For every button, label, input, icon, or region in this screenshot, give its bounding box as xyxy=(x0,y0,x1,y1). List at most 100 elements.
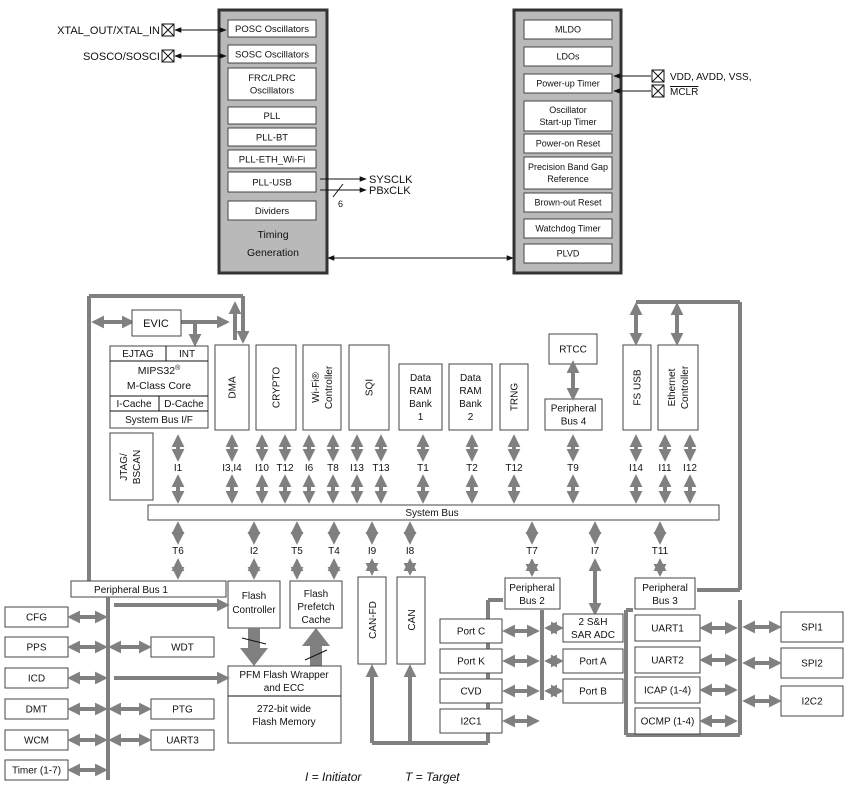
peripheral-bus-2-line1: Peripheral xyxy=(509,583,555,594)
pb3-ocmp-1-4-box xyxy=(634,707,701,735)
data-ram-bank-1-box xyxy=(398,363,443,431)
top-port-t9-label: T9 xyxy=(567,463,579,474)
data-ram-bank-2-label: Data xyxy=(460,373,482,384)
osc-dividers-box xyxy=(227,200,317,221)
sosc-pin-cross xyxy=(161,49,175,63)
rtcc-label: RTCC xyxy=(559,345,587,356)
pb3-ocmp-1-4-label: OCMP (1-4) xyxy=(641,717,695,728)
data-ram-bank-2-box xyxy=(448,363,493,431)
peripheral-bus-1-label: Peripheral Bus 1 xyxy=(94,585,168,596)
can-label: CAN xyxy=(407,609,418,630)
jtag-box xyxy=(109,432,154,501)
bottom-port-t4-label: T4 xyxy=(328,546,340,557)
data-ram-bank-1-label: RAM xyxy=(409,386,431,397)
flash-memory-box xyxy=(227,665,342,744)
evic-label: EVIC xyxy=(143,318,169,330)
pb3-i2c2-box xyxy=(780,685,844,717)
power-precision-band-gap-reference-box xyxy=(523,156,613,190)
peripheral-bus-4-label: Peripheral xyxy=(551,404,597,415)
sqi-box xyxy=(348,344,390,431)
pb3-uart2-label: UART2 xyxy=(651,656,684,667)
pb1-cfg-label: CFG xyxy=(26,613,47,624)
peripheral-bus-2-line2: Bus 2 xyxy=(519,596,545,607)
power-precision-band-gap-reference-label: Reference xyxy=(547,174,589,184)
flash-prefetch-line3: Cache xyxy=(302,615,331,626)
ejtag-label: EJTAG xyxy=(122,349,154,360)
power-pin-cross xyxy=(651,69,665,83)
power-mldo-label: MLDO xyxy=(555,25,581,35)
osc-pll-usb-label: PLL-USB xyxy=(252,177,292,188)
power-precision-band-gap-reference-label: Precision Band Gap xyxy=(528,162,608,172)
flash-down-arrow xyxy=(240,628,268,666)
flash-memory-line1: 272-bit wide xyxy=(257,704,311,715)
pb2-port-b-label: Port B xyxy=(579,687,607,698)
osc-pll-bt-box xyxy=(227,127,317,147)
top-port-i6-label: I6 xyxy=(305,463,314,474)
peripheral-bus-3-line2: Bus 3 xyxy=(652,596,678,607)
pb3-uart1-box xyxy=(634,614,701,642)
mclr-label: MCLR xyxy=(670,87,698,98)
peripheral-bus-2-box xyxy=(504,577,561,610)
icache-label: I-Cache xyxy=(116,399,151,410)
pb1-ptg-label: PTG xyxy=(172,705,193,716)
ethernet-controller-box xyxy=(657,344,699,431)
system-bus-label: System Bus xyxy=(405,508,458,519)
top-port-t12-label: T12 xyxy=(505,463,523,474)
sysclk-label: SYSCLK xyxy=(369,174,413,186)
bottom-port-t5-label: T5 xyxy=(291,546,303,557)
pb2-port-c-label: Port C xyxy=(457,627,485,638)
pb1-wdt-label: WDT xyxy=(171,643,194,654)
top-port-t8-label: T8 xyxy=(327,463,339,474)
osc-sosc-oscillators-label: SOSC Oscillators xyxy=(235,49,309,60)
osc-frc-lprc-oscillators-label: Oscillators xyxy=(250,86,295,97)
osc-sosc-oscillators-box xyxy=(227,44,317,64)
xtal-pin-cross xyxy=(161,23,175,37)
power-watchdog-timer-box xyxy=(523,218,613,239)
bottom-port-t7-label: T7 xyxy=(526,546,538,557)
flash-controller-line1: Flash xyxy=(242,591,266,602)
bottom-port-i9-label: I9 xyxy=(368,546,377,557)
data-ram-bank-1-label: Data xyxy=(410,373,432,384)
top-port-t1-label: T1 xyxy=(417,463,429,474)
pb2-port-c-box xyxy=(439,618,503,644)
osc-frc-lprc-oscillators-label: FRC/LPRC xyxy=(248,73,296,84)
power-power-up-timer-label: Power-up Timer xyxy=(536,79,600,89)
top-port-i13-label: I13 xyxy=(350,463,364,474)
pb2-cvd-label: CVD xyxy=(460,687,481,698)
pb1-wcm-label: WCM xyxy=(24,736,49,747)
pb3-spi2-label: SPI2 xyxy=(801,659,823,670)
pb2-sar-adc-box xyxy=(562,613,624,643)
osc-pll-label: PLL xyxy=(264,111,281,122)
sqi-label: SQI xyxy=(365,379,376,396)
can-box xyxy=(396,576,426,665)
power-plvd-label: PLVD xyxy=(557,249,580,259)
trng-box xyxy=(499,363,529,431)
flash-memory-line2: Flash Memory xyxy=(252,717,315,728)
top-port-i3-i4-label: I3,I4 xyxy=(222,463,242,474)
pb2-cvd-box xyxy=(439,678,503,704)
fs-usb-label: FS USB xyxy=(633,369,644,405)
flash-prefetch-line2: Prefetch xyxy=(297,602,334,613)
data-ram-bank-1-label: 1 xyxy=(418,412,424,423)
top-port-i14-label: I14 xyxy=(629,463,643,474)
bottom-port-i8-label: I8 xyxy=(406,546,415,557)
pb3-spi1-label: SPI1 xyxy=(801,623,823,634)
pb2-i2c1-box xyxy=(439,708,503,734)
wifi-controller-label: Controller xyxy=(324,365,335,409)
bottom-port-i7-label: I7 xyxy=(591,546,600,557)
cpu-core-box xyxy=(109,345,209,429)
bus-width-slash xyxy=(332,183,344,198)
top-port-i1-label: I1 xyxy=(174,463,183,474)
top-port-i11-label: I11 xyxy=(658,463,672,474)
osc-pll-eth-wi-fi-label: PLL-ETH_Wi-Fi xyxy=(239,154,306,165)
evic-box xyxy=(131,309,182,337)
osc-dividers-label: Dividers xyxy=(255,206,290,217)
pb2-port-b-box xyxy=(562,678,624,704)
pb2-i2c1-label: I2C1 xyxy=(460,717,482,728)
flash-up-arrow xyxy=(302,628,330,666)
flash-prefetch-box xyxy=(289,580,343,629)
xtal-pin-label: XTAL_OUT/XTAL_IN xyxy=(57,25,160,37)
sosc-pin-label: SOSCO/SOSCI xyxy=(83,51,160,63)
dcache-label: D-Cache xyxy=(164,399,204,410)
